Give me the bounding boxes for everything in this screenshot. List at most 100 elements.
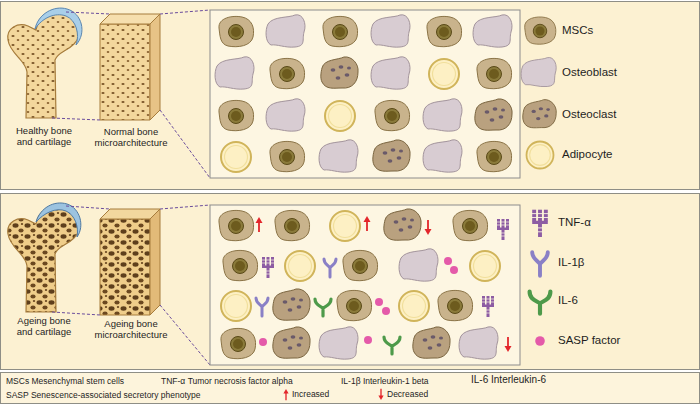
illustration-part <box>261 257 275 278</box>
ageing-cells <box>219 209 512 359</box>
cytokine-legend-icons <box>530 210 551 346</box>
illustration-part <box>256 217 263 232</box>
illustration-part <box>325 101 355 131</box>
legend-label: IL-1β <box>558 256 584 270</box>
illustration-part <box>36 203 81 237</box>
illustration-part <box>321 57 358 88</box>
illustration-part <box>66 206 110 209</box>
abbreviation-band: MSCs Mesenchymal stem cells TNF-α Tumor n… <box>0 372 700 404</box>
abbreviation-text: IL-6 Interleukin-6 <box>471 374 546 386</box>
panel-ground <box>0 1 700 190</box>
illustration-part <box>160 205 210 209</box>
legend-label: SASP factor <box>558 334 620 348</box>
illustration-part <box>160 10 210 14</box>
illustration-part <box>378 389 383 400</box>
illustration-part <box>150 14 160 120</box>
illustration-part <box>459 327 498 359</box>
illustration-part <box>219 100 254 130</box>
illustration-part <box>160 110 210 178</box>
legend-label: Osteoblast <box>562 66 617 80</box>
panel-ground <box>0 193 700 370</box>
illustration-part <box>100 24 150 120</box>
illustration-part <box>375 298 383 306</box>
illustration-part <box>444 257 452 265</box>
panel-label: Normal bone microarchitecture <box>86 126 176 149</box>
abbreviation-text: TNF-α Tumor necrosis factor alpha <box>161 376 293 386</box>
illustration-part <box>100 219 150 315</box>
illustration-part <box>423 140 462 172</box>
illustration-part <box>475 99 512 130</box>
illustration-part <box>530 292 551 314</box>
zoom-lines <box>52 205 210 365</box>
legend-label: Adipocyte <box>562 148 613 162</box>
illustration-part <box>399 249 438 281</box>
illustration-part <box>256 298 268 316</box>
illustration-part <box>531 210 549 237</box>
footer-ground <box>0 372 700 404</box>
abbreviation-text: SASP Senescence-associated secretory phe… <box>6 390 201 400</box>
footer-arrows <box>283 389 383 401</box>
illustration-part <box>66 12 110 14</box>
illustration-part <box>525 17 556 44</box>
illustration-part <box>470 251 500 281</box>
illustration-part <box>413 327 450 358</box>
illustration-part <box>266 99 305 131</box>
illustration-part <box>273 289 310 320</box>
illustration-part <box>285 251 315 281</box>
legend-label: Osteoclast <box>562 108 616 122</box>
illustration-part <box>275 210 310 240</box>
illustration-part <box>527 142 554 169</box>
illustration-part <box>481 296 495 317</box>
illustration-part <box>371 15 410 47</box>
normal-bone-block <box>100 14 160 120</box>
illustration-part <box>215 57 254 89</box>
zoom-box <box>210 205 520 365</box>
illustration-part <box>523 100 557 128</box>
illustration-part <box>323 16 358 46</box>
illustration-part <box>473 15 512 47</box>
illustration-part <box>283 389 288 400</box>
illustration-part <box>425 220 432 235</box>
illustration-part <box>364 216 371 231</box>
illustration-part <box>150 209 160 315</box>
illustration-part <box>364 336 372 344</box>
illustration-part <box>8 205 80 312</box>
panel-label: Ageing bone microarchitecture <box>86 318 176 341</box>
cell-legend-icons <box>521 17 556 169</box>
legend-label: TNF-α <box>558 216 591 230</box>
illustration-part <box>384 209 421 240</box>
legend-label: MSCs <box>562 24 593 38</box>
illustration-part <box>453 210 488 240</box>
illustration-part <box>496 219 510 240</box>
illustration-part <box>219 16 254 46</box>
illustration-part <box>219 210 254 240</box>
illustration-part <box>221 291 251 321</box>
illustration-part <box>221 142 251 172</box>
illustration-part <box>373 140 410 171</box>
ageing-bone-block <box>100 209 160 315</box>
illustration-part <box>319 327 358 359</box>
zoom-box <box>210 10 520 178</box>
panel-band: Healthy bone and cartilageNormal bone mi… <box>0 1 700 190</box>
illustration-part <box>371 57 410 89</box>
illustration-part <box>8 11 80 118</box>
illustration-part <box>375 100 410 130</box>
illustration-part <box>270 58 305 88</box>
illustration-part <box>35 8 82 45</box>
illustration-part <box>399 291 429 321</box>
illustration-part <box>427 16 462 46</box>
illustration-part <box>273 327 310 358</box>
illustration-part <box>535 336 545 346</box>
abbreviation-text: MSCs Mesenchymal stem cells <box>6 376 124 386</box>
panel-band: Ageing bone and cartilageAgeing bone mic… <box>0 193 700 370</box>
illustration-part <box>52 118 100 120</box>
illustration-part <box>429 59 459 89</box>
illustration-part <box>450 266 458 274</box>
illustration-part <box>221 328 256 358</box>
illustration-part <box>423 99 462 131</box>
illustration-part <box>223 250 258 280</box>
illustration-part <box>384 337 400 354</box>
